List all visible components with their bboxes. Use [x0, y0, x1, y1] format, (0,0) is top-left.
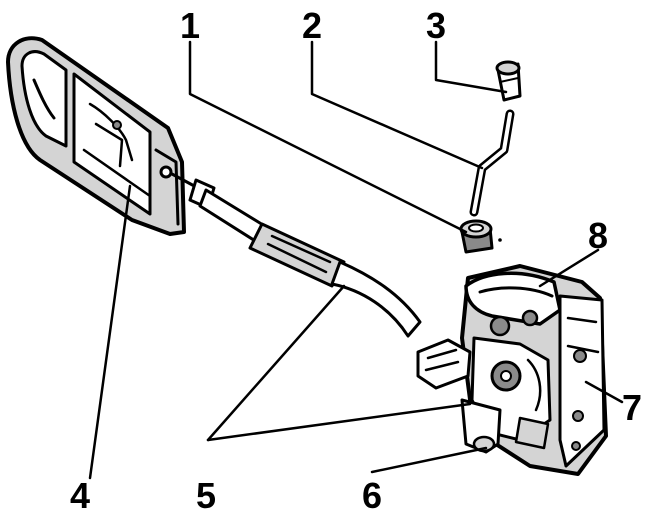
door-lock-unit — [416, 264, 608, 476]
leader-line-6 — [370, 446, 488, 474]
callout-5: 5 — [196, 475, 216, 516]
locking-rod — [469, 109, 515, 217]
grommet — [459, 219, 502, 254]
leader-line-2 — [310, 40, 484, 170]
locking-knob — [495, 60, 522, 102]
leader-line-1 — [188, 40, 468, 234]
leader-line-8 — [538, 248, 600, 288]
callout-4: 4 — [70, 475, 90, 516]
leader-lines — [88, 40, 624, 480]
callout-3: 3 — [426, 5, 446, 46]
callout-7: 7 — [622, 387, 642, 428]
operating-cable — [170, 172, 422, 338]
callout-1: 1 — [180, 5, 200, 46]
leader-line-5a — [206, 284, 346, 442]
callout-8: 8 — [588, 215, 608, 256]
leader-line-3 — [434, 40, 508, 94]
interior-door-handle — [6, 36, 186, 236]
leader-line-5b — [206, 402, 472, 442]
leader-line-4 — [88, 184, 132, 480]
callout-labels: 1 2 3 4 5 6 7 8 — [70, 5, 642, 516]
leader-line-7 — [584, 380, 624, 404]
callout-6: 6 — [362, 475, 382, 516]
callout-2: 2 — [302, 5, 322, 46]
